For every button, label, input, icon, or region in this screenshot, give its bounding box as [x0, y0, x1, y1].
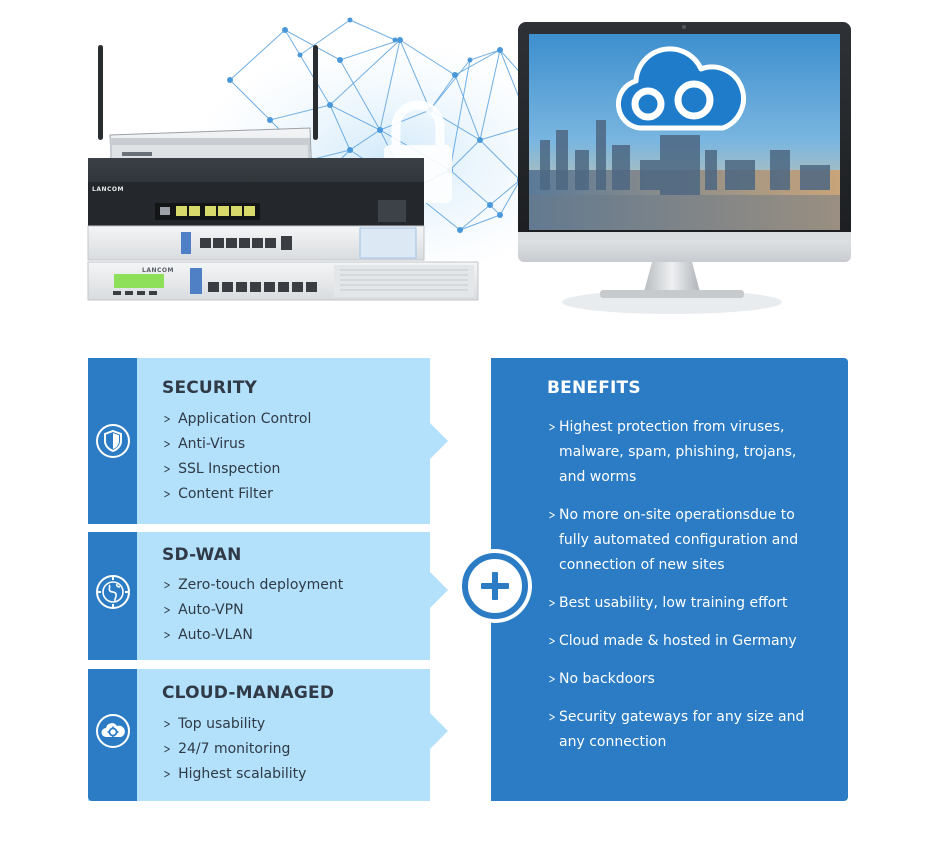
chevron-right-icon: > [163, 487, 171, 501]
chevron-right-icon: > [163, 462, 171, 476]
list-item-label: SSL Inspection [178, 461, 281, 477]
hero-illustration: LANCOM LANCOM [0, 0, 952, 340]
list-item-label: Top usability [178, 716, 266, 732]
list-item-label: Security gateways for any size and any c… [559, 709, 805, 750]
cloud-managed-panel: CLOUD-MANAGED > Top usability >24/7 monit… [88, 669, 448, 801]
chevron-right-icon: > [548, 710, 556, 724]
list-item: > Anti-Virus [162, 432, 311, 457]
list-item-label: Zero-touch deployment [178, 577, 344, 593]
chevron-right-icon: > [163, 742, 171, 756]
chevron-right-icon: > [548, 508, 556, 522]
list-item: > Auto-VPN [162, 598, 343, 623]
security-list: > Application Control > Anti-Virus > SSL In… [162, 407, 312, 507]
cloud-managed-title: CLOUD-MANAGED [162, 683, 335, 703]
benefits-title: BENEFITS [547, 378, 641, 398]
chevron-right-icon: > [163, 767, 171, 781]
router-antennas [98, 45, 318, 140]
list-item: >24/7 monitoring [162, 737, 306, 762]
list-item: >Cloud made & hosted in Germany [547, 629, 827, 654]
list-item-label: Best usability, low training effort [559, 595, 788, 611]
list-item-label: No backdoors [559, 671, 655, 687]
chevron-right-icon: > [163, 628, 171, 642]
list-item: > Auto-VLAN [162, 623, 343, 648]
list-item: > SSL Inspection [162, 457, 311, 482]
chevron-right-icon: > [163, 717, 171, 731]
cloud-managed-notch [430, 713, 448, 749]
cloud-gear-icon [96, 714, 130, 748]
list-item: >Best usability, low training effort [547, 591, 827, 616]
list-item-label: No more on-site operationsdue to fully a… [559, 507, 799, 573]
list-item-label: Application Control [178, 411, 312, 427]
chevron-right-icon: > [548, 672, 556, 686]
list-item: >Highest protection from viruses, malwar… [547, 415, 827, 490]
list-item-label: Cloud made & hosted in Germany [559, 633, 797, 649]
list-item: > Application Control [162, 407, 312, 432]
sdwan-panel: SD-WAN > Zero-touch deployment > Auto-VPN … [88, 532, 448, 660]
monitor [518, 22, 851, 314]
list-item: >No more on-site operationsdue to fully … [547, 503, 827, 578]
router-white [87, 225, 425, 261]
router-brand-label-2: LANCOM [142, 267, 174, 274]
cloud-managed-list: > Top usability >24/7 monitoring > Highest… [162, 712, 307, 787]
security-notch [430, 423, 448, 459]
router-dark [88, 158, 424, 226]
list-item-label: Content Filter [178, 486, 273, 502]
benefits-list: >Highest protection from viruses, malwar… [547, 415, 827, 768]
list-item: > Content Filter [162, 482, 311, 507]
security-title: SECURITY [162, 378, 258, 398]
chevron-right-icon: > [163, 412, 171, 426]
chevron-right-icon: > [163, 578, 171, 592]
list-item: > Top usability [162, 712, 306, 737]
list-item-label: Highest scalability [178, 766, 307, 782]
router-bottom [87, 261, 479, 301]
list-item: > Highest scalability [162, 762, 307, 787]
list-item-label: 24/7 monitoring [178, 741, 291, 757]
list-item: > Zero-touch deployment [162, 573, 344, 598]
list-item-label: Auto-VLAN [178, 627, 253, 643]
list-item-label: Highest protection from viruses, malware… [559, 419, 797, 485]
chevron-right-icon: > [548, 634, 556, 648]
benefits-panel: BENEFITS >Highest protection from viruse… [491, 358, 848, 801]
shield-icon [96, 424, 130, 458]
chevron-right-icon: > [163, 603, 171, 617]
list-item: >Security gateways for any size and any … [547, 705, 827, 755]
sdwan-notch [430, 572, 448, 608]
chevron-right-icon: > [163, 437, 171, 451]
plus-icon [458, 549, 532, 623]
sdwan-title: SD-WAN [162, 545, 242, 565]
router-brand-label: LANCOM [92, 186, 124, 193]
list-item-label: Anti-Virus [178, 436, 246, 452]
security-panel: SECURITY > Application Control > Anti-Viru… [88, 358, 448, 524]
cloud-logo-icon [615, 46, 746, 131]
chevron-right-icon: > [548, 596, 556, 610]
list-item: >No backdoors [547, 667, 827, 692]
list-item-label: Auto-VPN [178, 602, 244, 618]
hero-graphic [87, 17, 851, 314]
sdwan-list: > Zero-touch deployment > Auto-VPN > Auto-V… [162, 573, 344, 648]
globe-icon [96, 575, 130, 609]
chevron-right-icon: > [548, 420, 556, 434]
